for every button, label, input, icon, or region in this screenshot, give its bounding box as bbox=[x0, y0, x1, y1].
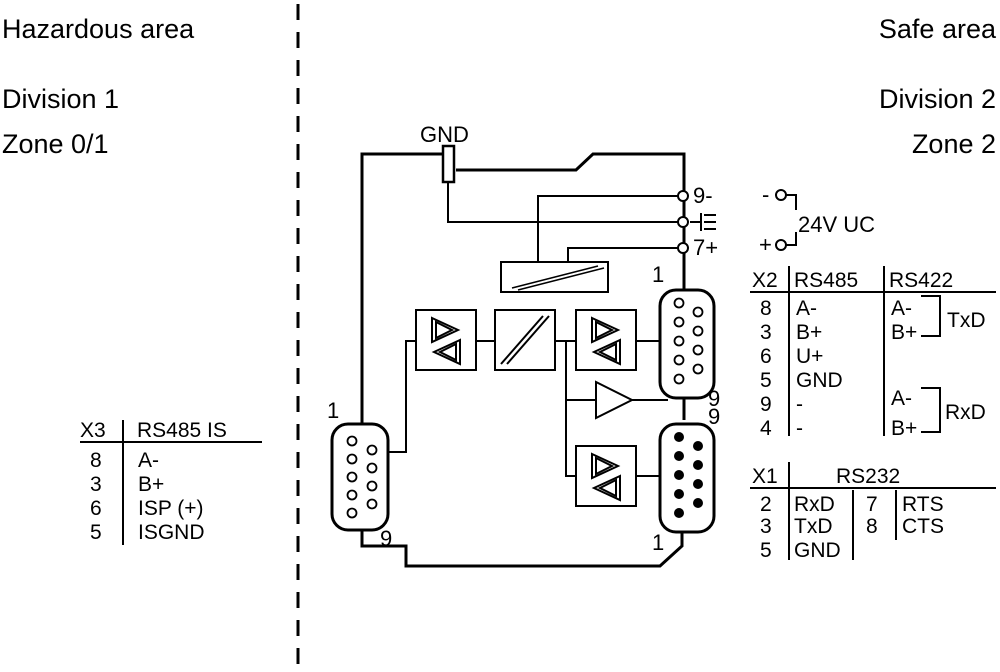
is-transceiver-block bbox=[415, 309, 477, 371]
hazardous-area-title: Hazardous area bbox=[2, 14, 195, 44]
x1-pinout-table: X1 RS232 2 RxD 7 RTS 3 TxD 8 CTS 5 GND bbox=[750, 462, 996, 562]
x1-pin: 5 bbox=[760, 539, 772, 562]
power-supply-block bbox=[500, 261, 609, 293]
x2-pin-first: 1 bbox=[652, 262, 664, 287]
x3-connector bbox=[330, 422, 390, 532]
x3-pin-last: 9 bbox=[380, 526, 392, 551]
x2-pin: 5 bbox=[760, 369, 772, 392]
terminal-9-circle bbox=[677, 190, 689, 202]
x1-header-conn: X1 bbox=[752, 465, 778, 488]
x3-signal: ISGND bbox=[138, 521, 205, 544]
x1-header-signal: RS232 bbox=[836, 465, 900, 488]
x3-signal: ISP (+) bbox=[138, 497, 204, 520]
x1-signal2: CTS bbox=[902, 515, 944, 538]
signal-wiring bbox=[386, 340, 668, 477]
x2-pin: 4 bbox=[760, 417, 772, 440]
x1-signal: GND bbox=[794, 539, 841, 562]
terminal-9-label: 9- bbox=[693, 183, 713, 208]
x1-pin: 3 bbox=[760, 515, 772, 538]
x2-rs422: A- bbox=[891, 387, 912, 410]
x2-rs422: B+ bbox=[891, 321, 917, 344]
rs232-transceiver-block bbox=[575, 445, 637, 507]
x3-pin-first: 1 bbox=[327, 398, 339, 423]
transceiver-block bbox=[575, 309, 637, 371]
x3-header-signal: RS485 IS bbox=[137, 419, 227, 442]
x3-pin: 8 bbox=[90, 449, 102, 472]
supply-plus: + bbox=[759, 232, 772, 257]
x1-pin-first: 1 bbox=[652, 530, 664, 555]
x2-pin-last: 9 bbox=[708, 386, 720, 411]
x1-pin2: 7 bbox=[866, 493, 878, 516]
safe-zone: Zone 2 bbox=[911, 129, 996, 159]
rxd-bracket bbox=[921, 387, 941, 433]
x3-pin: 5 bbox=[90, 521, 102, 544]
txd-label: TxD bbox=[947, 309, 986, 332]
x2-rs485: - bbox=[796, 417, 803, 440]
x2-pin: 3 bbox=[760, 321, 772, 344]
x1-signal2: RTS bbox=[902, 493, 944, 516]
x3-pinout-table: X3 RS485 IS 8 A- 3 B+ 6 ISP (+) 5 ISGND bbox=[80, 419, 262, 545]
terminal-pe-circle bbox=[677, 216, 689, 228]
x2-rs485: U+ bbox=[796, 345, 823, 368]
txd-bracket bbox=[921, 295, 941, 337]
x2-header-conn: X2 bbox=[752, 269, 778, 292]
terminal-7-label: 7+ bbox=[693, 235, 718, 260]
x2-pin: 6 bbox=[760, 345, 772, 368]
x2-pinout-table: X2 RS485 RS422 8 A- A- 3 B+ B+ 6 U+ 5 GN… bbox=[750, 266, 996, 440]
isolator-block bbox=[494, 309, 556, 371]
x2-connector bbox=[658, 288, 716, 400]
x3-pin: 3 bbox=[90, 473, 102, 496]
x2-rs485: B+ bbox=[796, 321, 822, 344]
gnd-label: GND bbox=[420, 122, 469, 147]
x1-pin: 2 bbox=[760, 493, 772, 516]
x3-header-conn: X3 bbox=[80, 419, 106, 442]
x1-pin2: 8 bbox=[866, 515, 878, 538]
hazardous-division: Division 1 bbox=[2, 84, 120, 114]
terminal-7-circle bbox=[677, 242, 689, 254]
supply-minus: - bbox=[762, 182, 769, 207]
x1-signal: TxD bbox=[794, 515, 833, 538]
supply-label: 24V UC bbox=[798, 212, 875, 237]
gnd-terminal bbox=[441, 144, 680, 223]
hazardous-zone: Zone 0/1 bbox=[2, 129, 109, 159]
x1-signal: RxD bbox=[794, 493, 835, 516]
x2-rs422: B+ bbox=[891, 417, 917, 440]
x3-signal: B+ bbox=[138, 473, 164, 496]
amplifier-symbol bbox=[595, 380, 635, 420]
x3-pin: 6 bbox=[90, 497, 102, 520]
x2-rs485: - bbox=[796, 393, 803, 416]
x2-rs485: GND bbox=[796, 369, 843, 392]
x3-signal: A- bbox=[138, 449, 159, 472]
x2-header-rs422: RS422 bbox=[889, 269, 953, 292]
supply-symbol bbox=[775, 189, 797, 251]
power-wiring bbox=[537, 195, 716, 262]
device-housing bbox=[360, 152, 686, 568]
x2-header-rs485: RS485 bbox=[794, 269, 858, 292]
safe-area-title: Safe area bbox=[878, 14, 996, 44]
x2-pin: 8 bbox=[760, 297, 772, 320]
rxd-label: RxD bbox=[945, 401, 986, 424]
x2-rs422: A- bbox=[891, 297, 912, 320]
x2-rs485: A- bbox=[796, 297, 817, 320]
x1-pin-last: 9 bbox=[708, 404, 720, 429]
safe-division: Division 2 bbox=[878, 84, 996, 114]
x1-connector bbox=[658, 422, 716, 534]
x2-pin: 9 bbox=[760, 393, 772, 416]
